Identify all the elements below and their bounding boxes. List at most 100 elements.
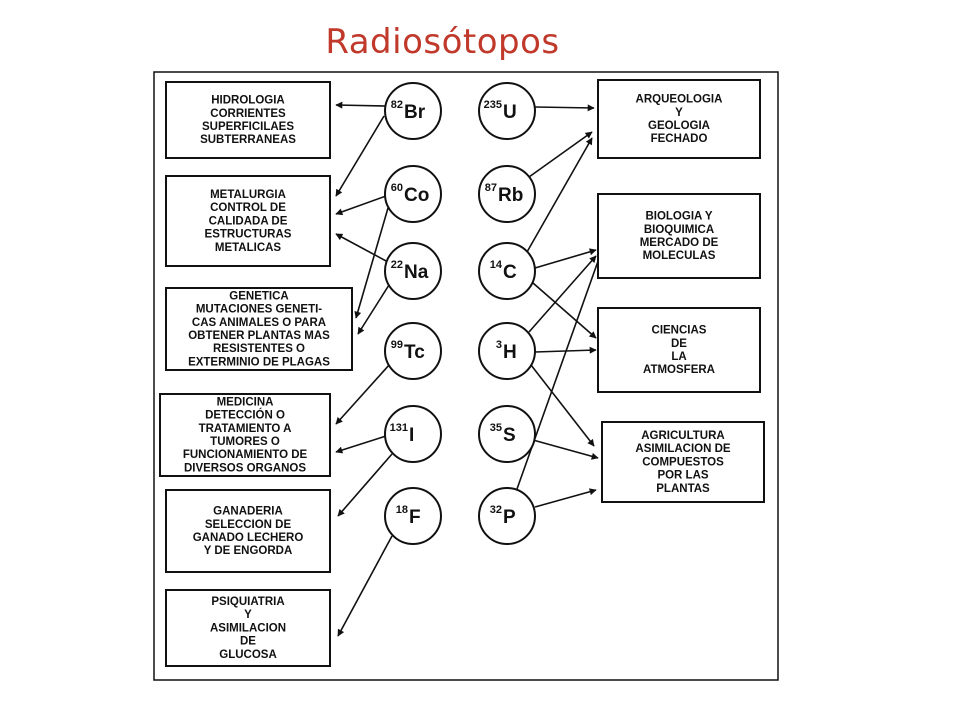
box-medicina-line: TRATAMIENTO A (199, 423, 292, 435)
isotope-p-symbol: P (503, 507, 516, 528)
box-hidrologia-line: SUBTERRANEAS (200, 134, 296, 146)
box-arqueologia-border (597, 79, 761, 159)
box-agricultura-line: PLANTAS (656, 483, 710, 495)
box-metalurgia-line: CONTROL DE (210, 202, 286, 214)
isotope-u-mass: 235 (484, 99, 502, 111)
arrow-na-to-metalurgia (335, 233, 389, 263)
application-boxes: HIDROLOGIACORRIENTESSUPERFICILAESSUBTERR… (159, 79, 765, 667)
box-ganaderia-border (165, 489, 331, 573)
arrow-h-to-biologia (528, 255, 597, 333)
arrow-co-to-genetica (354, 207, 389, 319)
box-biologia-line: MOLECULAS (643, 250, 716, 262)
box-agricultura-border (601, 421, 765, 503)
isotope-h-symbol: H (503, 342, 517, 363)
box-hidrologia-line: HIDROLOGIA (211, 95, 284, 107)
isotope-h-circle (478, 322, 536, 380)
box-agricultura-line: ASIMILACION DE (635, 443, 731, 455)
isotope-na-symbol: Na (404, 262, 429, 283)
box-medicina-line: MEDICINA (217, 396, 274, 408)
box-arqueologia-line: FECHADO (651, 133, 708, 145)
arrow-c-to-arqueologia (526, 137, 593, 253)
box-psiquiatria-line: Y (244, 609, 252, 621)
box-psiquiatria-border (165, 589, 331, 667)
isotope-co-circle (384, 165, 442, 223)
isotope-s-symbol: S (503, 425, 516, 446)
isotope-c-symbol: C (503, 262, 517, 283)
isotope-c-circle (478, 242, 536, 300)
isotope-br-mass: 82 (391, 99, 403, 111)
isotope-tc-circle (384, 322, 442, 380)
box-psiquiatria-line: PSIQUIATRIA (211, 596, 284, 608)
isotope-u-symbol: U (503, 102, 517, 123)
box-ciencias-line: DE (671, 338, 687, 350)
arrow-i-to-medicina (335, 435, 387, 454)
arrow-h-to-agricultura (530, 364, 595, 447)
arrow-p-to-agricultura (534, 488, 597, 508)
box-ganaderia-line: GANADERIA (213, 506, 283, 518)
box-ganaderia-line: Y DE ENGORDA (204, 545, 293, 557)
isotope-rb-symbol: Rb (498, 185, 523, 206)
box-metalurgia-line: ESTRUCTURAS (205, 229, 292, 241)
box-agricultura-line: POR LAS (657, 470, 708, 482)
box-genetica-line: CAS ANIMALES O PARA (192, 317, 326, 329)
isotope-f-mass: 18 (396, 504, 408, 516)
arrow-na-to-genetica (357, 284, 390, 335)
box-metalurgia-line: METALURGIA (210, 189, 286, 201)
box-biologia-line: MERCADO DE (640, 237, 719, 249)
box-biologia-border (597, 193, 761, 279)
isotope-br-circle (384, 82, 442, 140)
arrows-layer (335, 101, 604, 637)
isotope-na-circle (384, 242, 442, 300)
box-arqueologia-line: Y (675, 107, 683, 119)
box-biologia-line: BIOLOGIA Y (645, 211, 712, 223)
isotope-u-circle (478, 82, 536, 140)
isotope-co-mass: 60 (391, 182, 403, 194)
isotope-s-circle (478, 405, 536, 463)
box-genetica-line: EXTERMINIO DE PLAGAS (188, 356, 330, 368)
box-biologia-line: BIOQUIMICA (644, 224, 714, 236)
arrow-f-to-psiquiatria (337, 535, 393, 637)
box-arqueologia-line: ARQUEOLOGIA (636, 94, 723, 106)
isotope-f-symbol: F (409, 507, 421, 528)
box-ciencias-line: LA (671, 351, 686, 363)
box-ciencias-line: ATMOSFERA (643, 364, 715, 376)
isotope-i-circle (384, 405, 442, 463)
arrow-co-to-metalurgia (335, 195, 387, 216)
isotope-rb-mass: 87 (485, 182, 497, 194)
isotope-i-symbol: I (409, 425, 414, 446)
arrow-rb-to-arqueologia (528, 131, 593, 178)
box-hidrologia-line: SUPERFICILAES (202, 121, 294, 133)
arrow-u-to-arqueologia (534, 104, 595, 112)
box-ganaderia-line: GANADO LECHERO (193, 532, 304, 544)
box-medicina-border (159, 393, 331, 477)
box-medicina-line: FUNCIONAMIENTO DE (183, 449, 308, 461)
box-genetica-line: GENETICA (229, 290, 288, 302)
isotope-p-circle (478, 487, 536, 545)
box-medicina-line: TUMORES O (210, 436, 280, 448)
box-medicina-line: DETECCIÓN O (205, 409, 285, 422)
arrow-c-to-biologia (534, 248, 597, 269)
isotope-na-mass: 22 (391, 259, 403, 271)
box-medicina-line: DIVERSOS ORGANOS (184, 462, 306, 474)
isotope-co-symbol: Co (404, 185, 429, 206)
isotope-f-circle (384, 487, 442, 545)
arrow-br-to-hidrologia (335, 101, 387, 109)
